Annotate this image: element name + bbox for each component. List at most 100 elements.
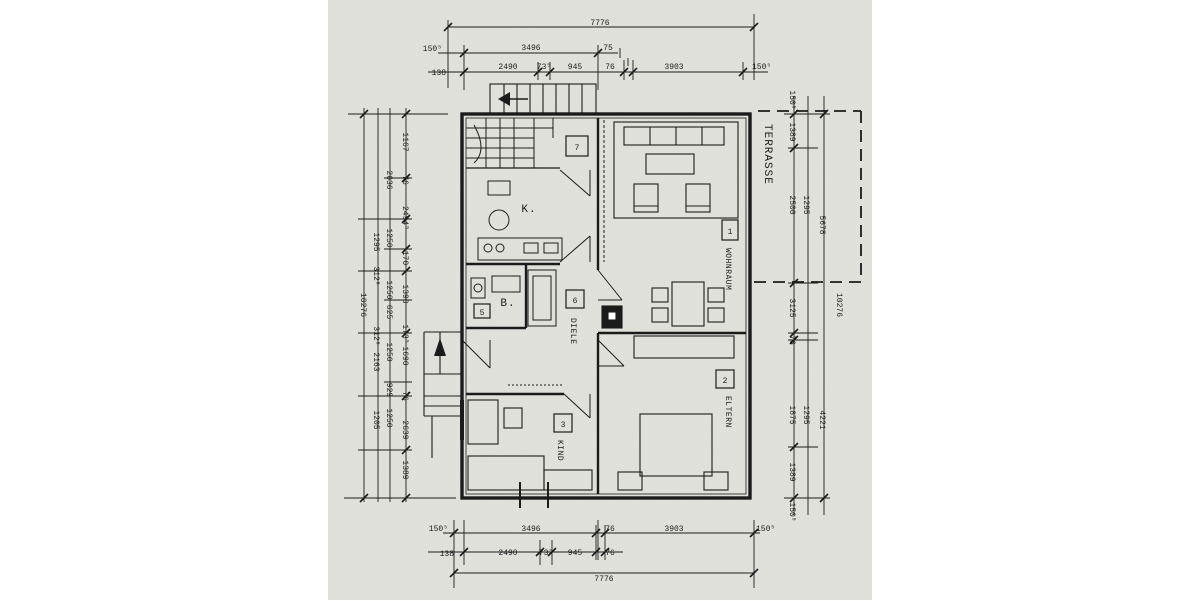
top-overall-dim: 7776 <box>590 19 609 28</box>
left-outer-dim-3: 2163 <box>371 352 380 371</box>
top-dimension-ticks <box>443 22 759 77</box>
left-inner-dim-4: 1390 <box>400 284 409 303</box>
left-inner-dim-8: 2639 <box>400 420 409 439</box>
top-row2-dim-5: 3903 <box>664 63 683 72</box>
left-mid-dim-4: 1250 <box>384 342 393 361</box>
kids-room-furniture <box>467 399 593 491</box>
left-inner-dim-3: 170 <box>400 251 409 266</box>
bottom-row2-dim-4: 76 <box>605 549 615 558</box>
left-mid-dim-3: 625 <box>384 305 393 320</box>
left-inner-dim-6: 1690 <box>400 346 409 365</box>
left-mid-dim-6: 1250 <box>384 408 393 427</box>
right-dimension-text: 150⁵ 1389 2500 3125 76 1875 1389 150⁵ 12… <box>787 90 843 521</box>
bathroom-number-box <box>473 303 491 319</box>
top-row2-dim-2: 73⁵ <box>537 63 551 72</box>
top-row2-dim-0: 138 <box>432 69 447 78</box>
left-inner-dim-7: 76 <box>400 391 409 401</box>
kitchen-number-box <box>565 135 589 157</box>
right-inner-dim-4: 76 <box>787 335 796 345</box>
left-outer-dim-1: 312⁵ <box>371 266 380 285</box>
left-outer-dim-0: 1295 <box>371 232 380 251</box>
right-inner-dim-5: 1875 <box>787 405 796 424</box>
top-row2-dim-4: 76 <box>605 63 615 72</box>
right-overall-dim: 10276 <box>834 293 843 317</box>
left-inner-dim-9: 1389 <box>400 460 409 479</box>
bottom-row1-dim-1: 3496 <box>521 525 540 534</box>
terrace-label: TERRASSE <box>761 124 773 185</box>
left-inner-dim-1: 76 <box>400 175 409 185</box>
parents-label: ELTERN <box>723 396 732 428</box>
bathroom-fixtures <box>470 269 557 327</box>
left-inner-dim-5: 173⁵ <box>400 324 409 343</box>
interior-walls <box>466 118 746 494</box>
left-mid-dim-1: 1250 <box>384 228 393 247</box>
kids-number: 3 <box>561 421 566 430</box>
bottom-row2-dim-1: 2490 <box>498 549 517 558</box>
right-inner-dim-3: 3125 <box>787 298 796 317</box>
left-dimension-text: 10276 1167 76 2494⁵ 170 1390 173⁵ 1690 7… <box>358 132 409 479</box>
parents-number: 2 <box>723 377 728 386</box>
parents-number-box <box>715 369 735 389</box>
bottom-row2-dim-2: 73⁵ <box>539 549 553 558</box>
bottom-row2-dim-3: 945 <box>568 549 583 558</box>
living-room-furniture <box>601 121 739 329</box>
kitchen-label: K. <box>521 204 536 216</box>
right-inner-dim-7: 150⁵ <box>787 502 796 521</box>
kitchen-number: 7 <box>575 144 580 153</box>
right-outer-dim-0: 5678 <box>817 215 826 234</box>
bottom-dimension-ticks <box>449 528 759 578</box>
top-row2-dim-3: 945 <box>568 63 583 72</box>
stair-arrow-icon <box>498 92 510 106</box>
floor-plan-sheet: 7776 150⁵ 3496 75 138 2490 73⁵ 945 76 39… <box>328 0 872 600</box>
left-dimension-ticks <box>359 109 411 503</box>
left-inner-dim-0: 1167 <box>400 132 409 151</box>
living-room-number: 1 <box>728 228 733 237</box>
bottom-row1-dim-0: 150⁵ <box>429 525 448 534</box>
living-room-label: WOHNRAUM <box>723 248 732 290</box>
right-mid-dim-1: 1295 <box>801 405 810 424</box>
bathroom-label: B. <box>500 298 515 310</box>
left-mid-dim-2: 1250 <box>384 280 393 299</box>
kitchen-fixtures <box>477 169 591 263</box>
bottom-row1-dim-4: 150⁵ <box>756 525 775 534</box>
left-mid-dim-5: 929 <box>384 383 393 398</box>
top-row2-dim-6: 150⁵ <box>752 63 771 72</box>
kids-label: KIND <box>555 440 564 461</box>
floor-plan-svg: 7776 150⁵ 3496 75 138 2490 73⁵ 945 76 39… <box>328 0 872 600</box>
top-row1-dim-1: 3496 <box>521 44 540 53</box>
top-row1-dim-2: 75 <box>603 44 613 53</box>
right-mid-dim-0: 1295 <box>801 195 810 214</box>
left-mid-dim-0: 2636 <box>384 170 393 189</box>
top-row1-dim-0: 150⁵ <box>423 45 442 54</box>
right-inner-dim-0: 150⁵ <box>787 90 796 109</box>
kitchen-stairs <box>466 118 554 168</box>
right-dimension-ticks <box>789 109 829 503</box>
bottom-row1-dim-3: 3903 <box>664 525 683 534</box>
door-swings <box>461 269 625 419</box>
window-marks <box>460 112 752 466</box>
right-inner-dim-1: 1389 <box>787 122 796 141</box>
right-inner-dim-2: 2500 <box>787 195 796 214</box>
left-outer-dim-2: 312⁵ <box>371 326 380 345</box>
entrance-arrow-icon <box>434 338 446 356</box>
bottom-row1-dim-2: 76 <box>605 525 615 534</box>
bottom-row2-dim-0: 138 <box>440 550 455 559</box>
right-inner-dim-6: 1389 <box>787 462 796 481</box>
bottom-overall-dim: 7776 <box>594 575 613 584</box>
left-inner-dim-2: 2494⁵ <box>400 206 409 230</box>
terrace-outline <box>752 110 862 283</box>
hall-label: DIELE <box>568 318 577 345</box>
entrance-door <box>460 400 464 440</box>
left-outer-dim-4: 1205 <box>371 410 380 429</box>
living-room-number-box <box>721 219 739 241</box>
hall-number-box <box>565 289 585 309</box>
kids-number-box <box>553 413 573 433</box>
left-overall-dim: 10276 <box>358 293 367 317</box>
hall-number: 6 <box>573 297 578 306</box>
top-row2-dim-1: 2490 <box>498 63 517 72</box>
bottom-wall-marks <box>519 482 549 508</box>
right-outer-dim-1: 4221 <box>817 410 826 429</box>
bottom-dimension-lines <box>428 520 760 588</box>
parents-room-furniture <box>617 335 735 491</box>
